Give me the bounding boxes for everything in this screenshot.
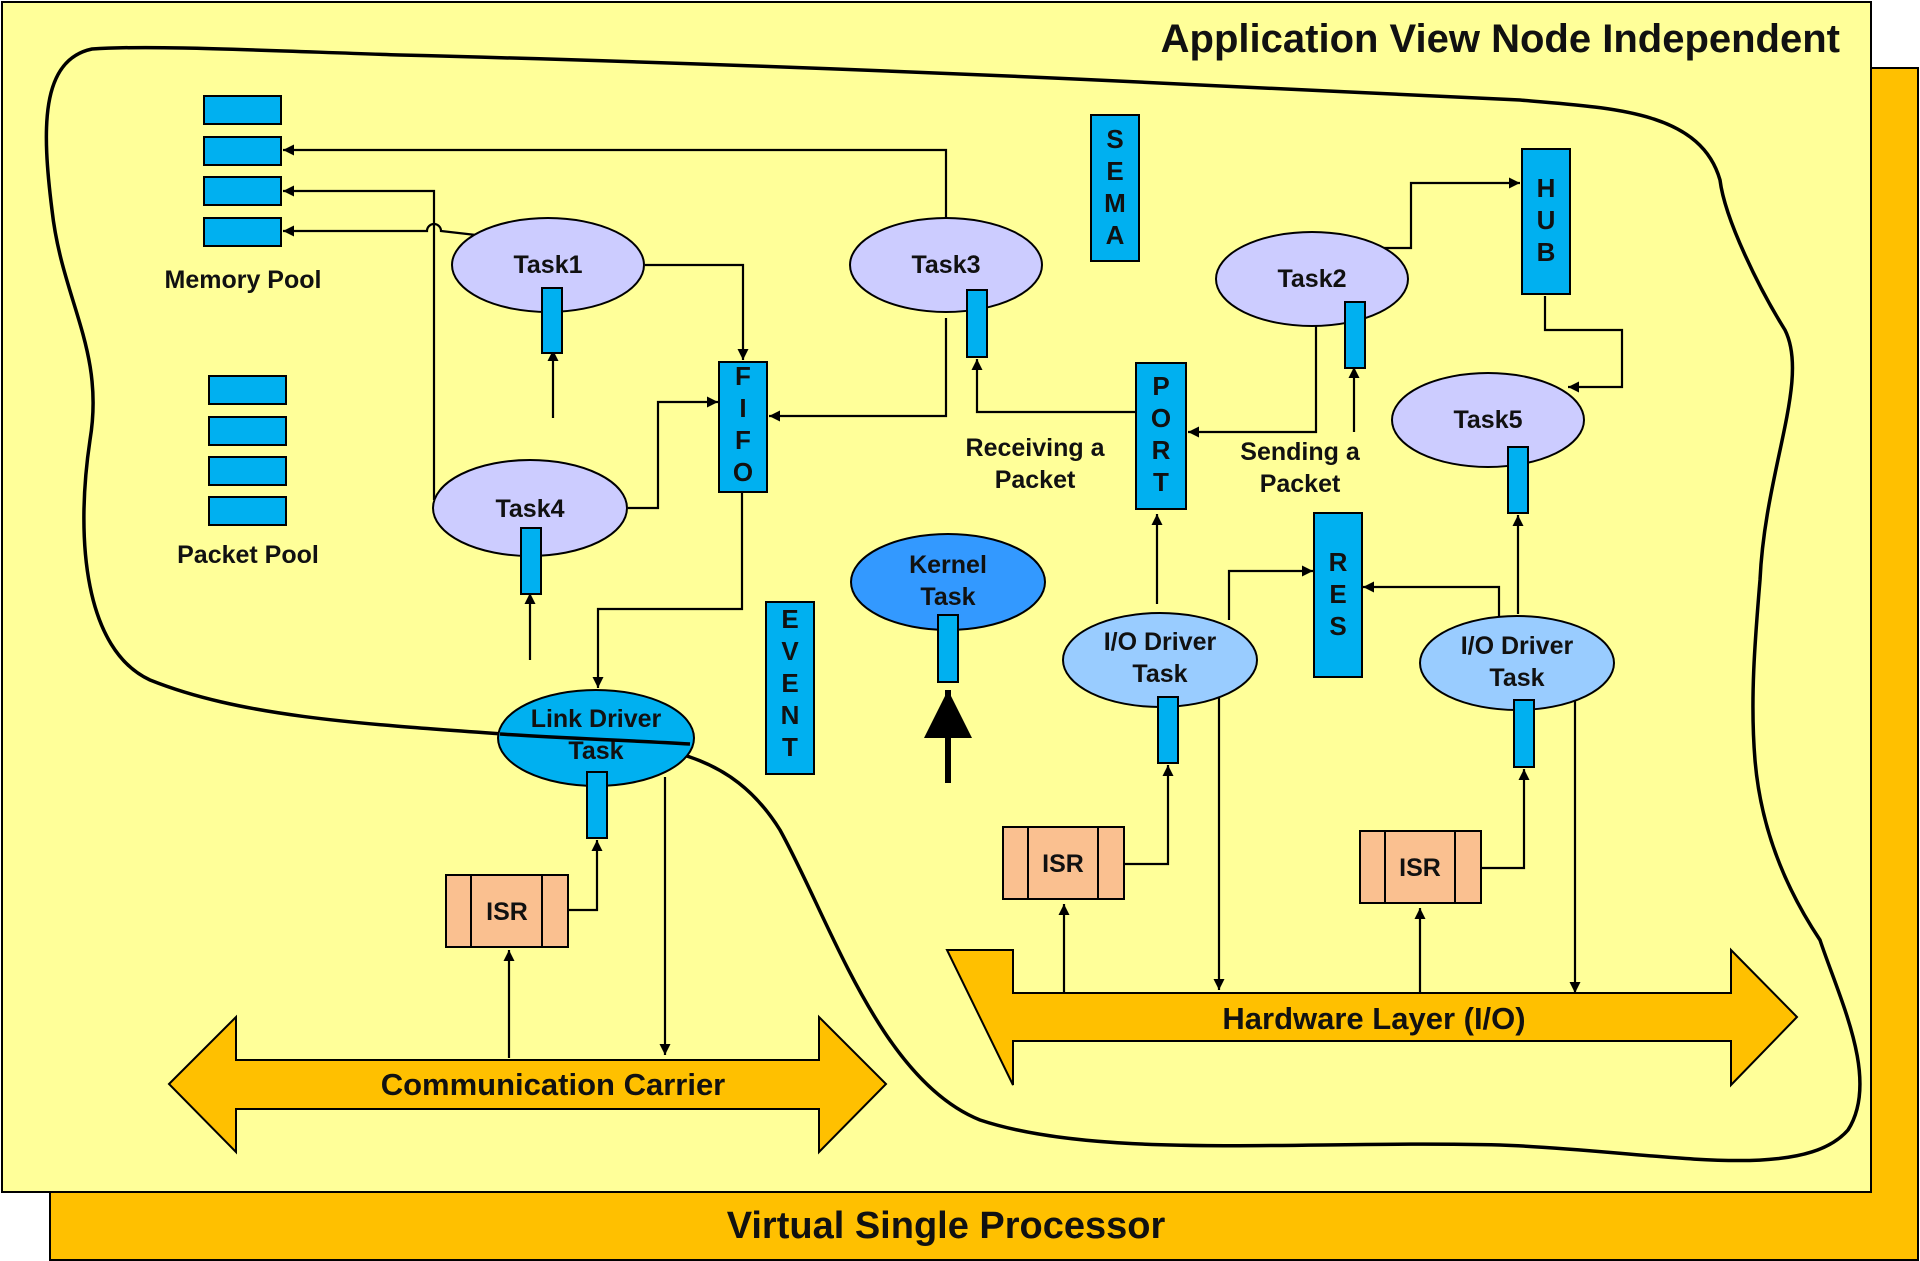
- memory-pool-label: Memory Pool: [165, 266, 322, 294]
- task5-label: Task5: [1453, 406, 1522, 434]
- task4-queue-bar: [520, 527, 542, 595]
- task1-to-fifo-connector: [645, 263, 749, 360]
- svg-text:V: V: [781, 636, 799, 666]
- sema-object: S E M A: [1090, 114, 1140, 262]
- svg-text:O: O: [1151, 403, 1171, 433]
- svg-text:S: S: [1329, 611, 1346, 641]
- svg-text:N: N: [781, 700, 800, 730]
- svg-text:E: E: [1329, 579, 1346, 609]
- svg-text:F: F: [735, 425, 751, 455]
- task5-node: [1391, 372, 1585, 468]
- io-driver-task-1-label-line1: I/O Driver: [1104, 628, 1217, 656]
- svg-text:R: R: [1152, 435, 1171, 465]
- io-driver-task-1-queue-bar: [1157, 696, 1179, 764]
- io-driver2-to-res-connector: [1363, 581, 1501, 620]
- kernel-task-label-line2: Task: [920, 583, 975, 611]
- svg-text:I: I: [739, 393, 746, 423]
- svg-text:B: B: [1537, 237, 1556, 267]
- svg-text:T: T: [1153, 467, 1169, 497]
- task5-queue-bar: [1507, 446, 1529, 514]
- svg-text:T: T: [782, 732, 798, 762]
- io-driver-task-2-label-line2: Task: [1489, 664, 1544, 692]
- task2-queue-bar: [1344, 301, 1366, 369]
- hardware-layer-label: Hardware Layer (I/O): [1222, 1001, 1525, 1036]
- task1-to-memory-connector: [283, 222, 477, 237]
- hub-object: H U B: [1521, 148, 1571, 295]
- communication-carrier-label: Communication Carrier: [381, 1067, 726, 1102]
- kernel-task-label-line1: Kernel: [909, 551, 987, 579]
- fifo-object: F I F O: [718, 361, 768, 493]
- isr-to-link-driver-connector: [568, 840, 603, 912]
- svg-text:E: E: [1106, 156, 1123, 186]
- svg-text:E: E: [781, 604, 798, 634]
- port-object: P O R T: [1135, 362, 1187, 510]
- task2-to-hub-connector: [1374, 177, 1520, 250]
- task3-node: [849, 217, 1043, 313]
- svg-text:ISR: ISR: [1399, 854, 1441, 882]
- task3-label: Task3: [911, 251, 980, 279]
- communication-carrier-band: [167, 1014, 888, 1155]
- kernel-task-queue-bar: [937, 614, 959, 683]
- isr1-to-io-driver1-connector: [1124, 765, 1174, 866]
- event-object: E V E N T: [765, 601, 815, 775]
- task3-to-fifo-connector: [769, 318, 948, 422]
- isr-box-io-1: ISR: [1002, 826, 1125, 900]
- io-driver-task-2-node: [1419, 615, 1615, 711]
- node-boundary-curve: [44, 45, 1862, 1163]
- svg-text:H: H: [1537, 173, 1556, 203]
- isr2-to-io-driver2-connector: [1481, 769, 1530, 870]
- isr-box-io-2: ISR: [1359, 830, 1482, 904]
- io-driver-task-2-label-line1: I/O Driver: [1461, 632, 1574, 660]
- link-driver-task-queue-bar: [586, 771, 608, 839]
- app-view-title: Application View Node Independent: [1161, 17, 1840, 61]
- svg-text:F: F: [735, 361, 751, 391]
- task4-label: Task4: [495, 495, 564, 523]
- svg-text:O: O: [733, 457, 753, 487]
- io-driver-task-1-label-line2: Task: [1132, 660, 1187, 688]
- task2-label: Task2: [1277, 265, 1346, 293]
- link-driver-task-label-line1: Link Driver: [531, 705, 662, 733]
- task1-label: Task1: [513, 251, 582, 279]
- fifo-to-link-driver-connector: [592, 492, 744, 688]
- svg-text:E: E: [781, 668, 798, 698]
- receiving-packet-label-line1: Receiving a: [966, 434, 1106, 462]
- svg-text:A: A: [1106, 220, 1125, 250]
- task3-queue-bar: [966, 289, 988, 358]
- svg-text:M: M: [1104, 188, 1126, 218]
- task4-to-memory-connector: [283, 185, 436, 500]
- virtual-processor-title: Virtual Single Processor: [727, 1205, 1166, 1247]
- sending-packet-label-line2: Packet: [1260, 470, 1341, 498]
- sending-packet-label-line1: Sending a: [1240, 438, 1361, 466]
- svg-text:ISR: ISR: [486, 898, 528, 926]
- svg-text:U: U: [1537, 205, 1556, 235]
- packet-pool: [208, 375, 287, 526]
- task3-to-memory-connector: [283, 144, 948, 222]
- packet-pool-label: Packet Pool: [177, 541, 319, 569]
- hub-to-task5-connector: [1543, 296, 1624, 393]
- svg-text:R: R: [1329, 547, 1348, 577]
- port-to-task3-connector: [971, 359, 1136, 414]
- io-driver1-to-res-connector: [1227, 565, 1313, 620]
- memory-pool: [203, 95, 282, 247]
- res-object: R E S: [1313, 512, 1363, 678]
- receiving-packet-label-line2: Packet: [995, 466, 1076, 494]
- svg-text:ISR: ISR: [1042, 850, 1084, 878]
- task4-to-fifo-connector: [628, 396, 718, 510]
- svg-text:P: P: [1152, 371, 1169, 401]
- io-driver-task-2-queue-bar: [1513, 699, 1535, 768]
- node-boundary-overlay: [499, 732, 691, 746]
- task1-queue-bar: [541, 287, 563, 354]
- task2-to-port-connector: [1188, 325, 1318, 438]
- hardware-layer-band: [945, 947, 1799, 1088]
- svg-text:S: S: [1106, 124, 1123, 154]
- isr-box-link: ISR: [445, 874, 569, 948]
